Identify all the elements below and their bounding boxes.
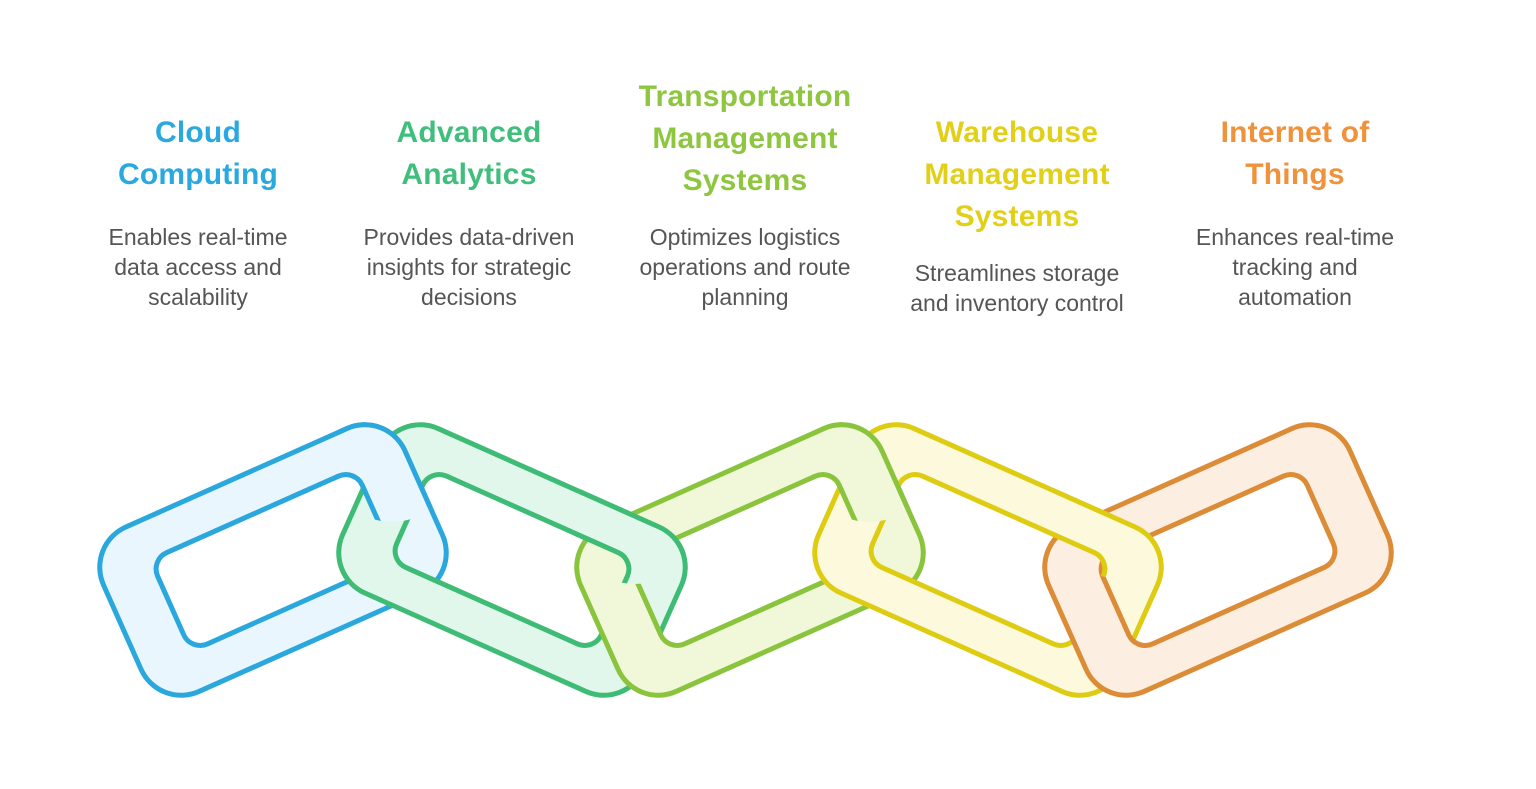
- chain-link-internet-of-things: [1042, 422, 1394, 698]
- chain-overlap-cloud-computing: [330, 422, 449, 522]
- chain-link-transportation-management-systems: [807, 422, 926, 522]
- chain-overlap-transportation-management-systems: [807, 422, 926, 522]
- chain-link-cloud-computing: [330, 422, 449, 522]
